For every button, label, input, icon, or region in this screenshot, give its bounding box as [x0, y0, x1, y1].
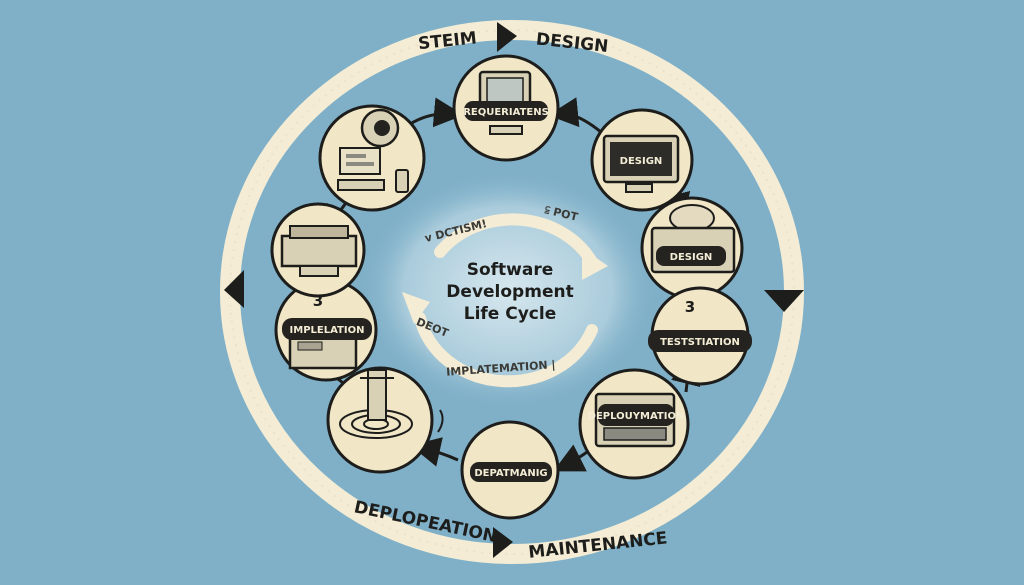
node-funnel[interactable]	[326, 366, 444, 474]
node-number-testing: 3	[685, 298, 695, 316]
node-label-implementation: IMPLELATION	[290, 325, 365, 336]
workstation-icon	[280, 225, 358, 277]
center-arrow-head-left	[402, 292, 430, 324]
node-label-design-1: DESIGN	[620, 156, 663, 167]
node-label-deployment: DEPLOUYMATION	[588, 411, 685, 422]
computer-icon	[337, 108, 409, 193]
arrow-top-icon	[497, 22, 517, 52]
node-number-implementation: 3	[313, 292, 323, 310]
monitor-icon	[602, 134, 680, 193]
center-arrow-head-right	[582, 248, 608, 280]
cabinet-icon	[288, 334, 358, 370]
node-label-testing: TESTSTIATION	[660, 337, 740, 348]
node-design-1[interactable]: DESIGN	[590, 108, 694, 212]
node-department[interactable]: DEPATMANIG	[460, 420, 560, 520]
node-label-requirements: REQUERIATENS	[463, 107, 549, 118]
node-label-department: DEPATMANIG	[474, 468, 547, 479]
node-testing[interactable]: 3 TESTSTIATION	[648, 286, 752, 386]
node-workstation[interactable]	[270, 202, 366, 298]
arrow-bottom-icon	[493, 527, 513, 558]
node-requirements[interactable]: REQUERIATENS	[452, 54, 560, 162]
center-title-line2: Development	[446, 282, 573, 302]
node-label-design-2: DESIGN	[670, 252, 713, 263]
arrow-right-icon	[764, 290, 804, 312]
center-title-line3: Life Cycle	[464, 304, 557, 324]
machine-icon	[339, 369, 444, 439]
node-design-2[interactable]: DESIGN	[640, 196, 744, 300]
outer-ring-arrows	[224, 22, 804, 558]
node-deployment[interactable]: DEPLOUYMATION	[578, 368, 690, 480]
arrow-left-icon	[224, 270, 244, 308]
node-computer[interactable]	[318, 104, 426, 212]
center-cycle-arrows	[414, 213, 598, 388]
node-implementation[interactable]: 3 IMPLELATION	[274, 278, 378, 382]
center-title-line1: Software	[467, 260, 554, 280]
